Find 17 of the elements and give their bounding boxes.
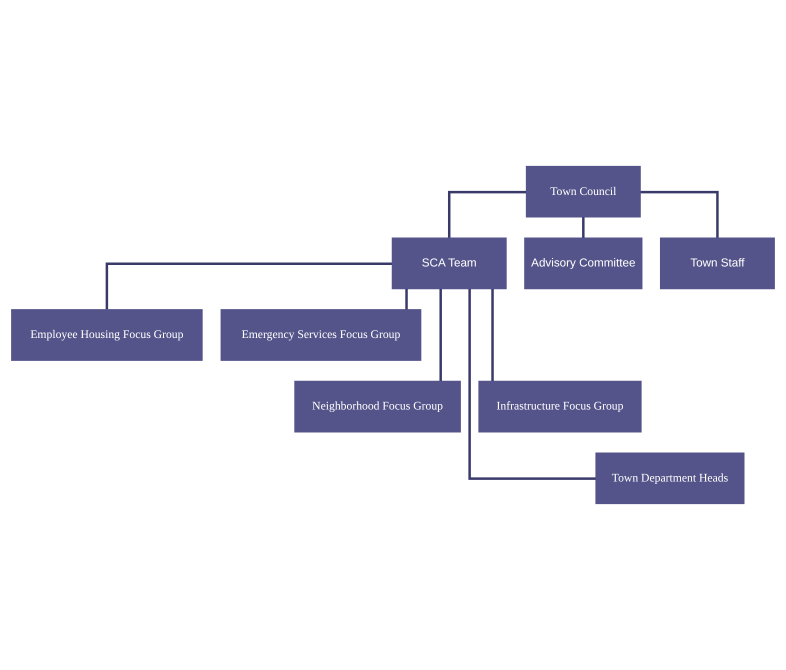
node-box: Neighborhood Focus Group <box>294 380 461 432</box>
node-box: Emergency Services Focus Group <box>220 309 422 361</box>
connector <box>491 288 494 381</box>
connector <box>468 288 596 480</box>
connector <box>405 288 408 310</box>
connector <box>439 288 442 381</box>
node-box: Advisory Committee <box>524 238 642 290</box>
node-box: Infrastructure Focus Group <box>478 380 642 432</box>
connector <box>640 190 719 238</box>
connector <box>582 217 585 238</box>
connector <box>448 190 526 238</box>
connector <box>106 262 392 310</box>
node-box: Employee Housing Focus Group <box>11 309 203 361</box>
node-box: Town Department Heads <box>595 452 744 504</box>
node-box: Town Council <box>526 166 641 218</box>
node-box: Town Staff <box>660 238 775 290</box>
node-box: SCA Team <box>392 238 507 290</box>
